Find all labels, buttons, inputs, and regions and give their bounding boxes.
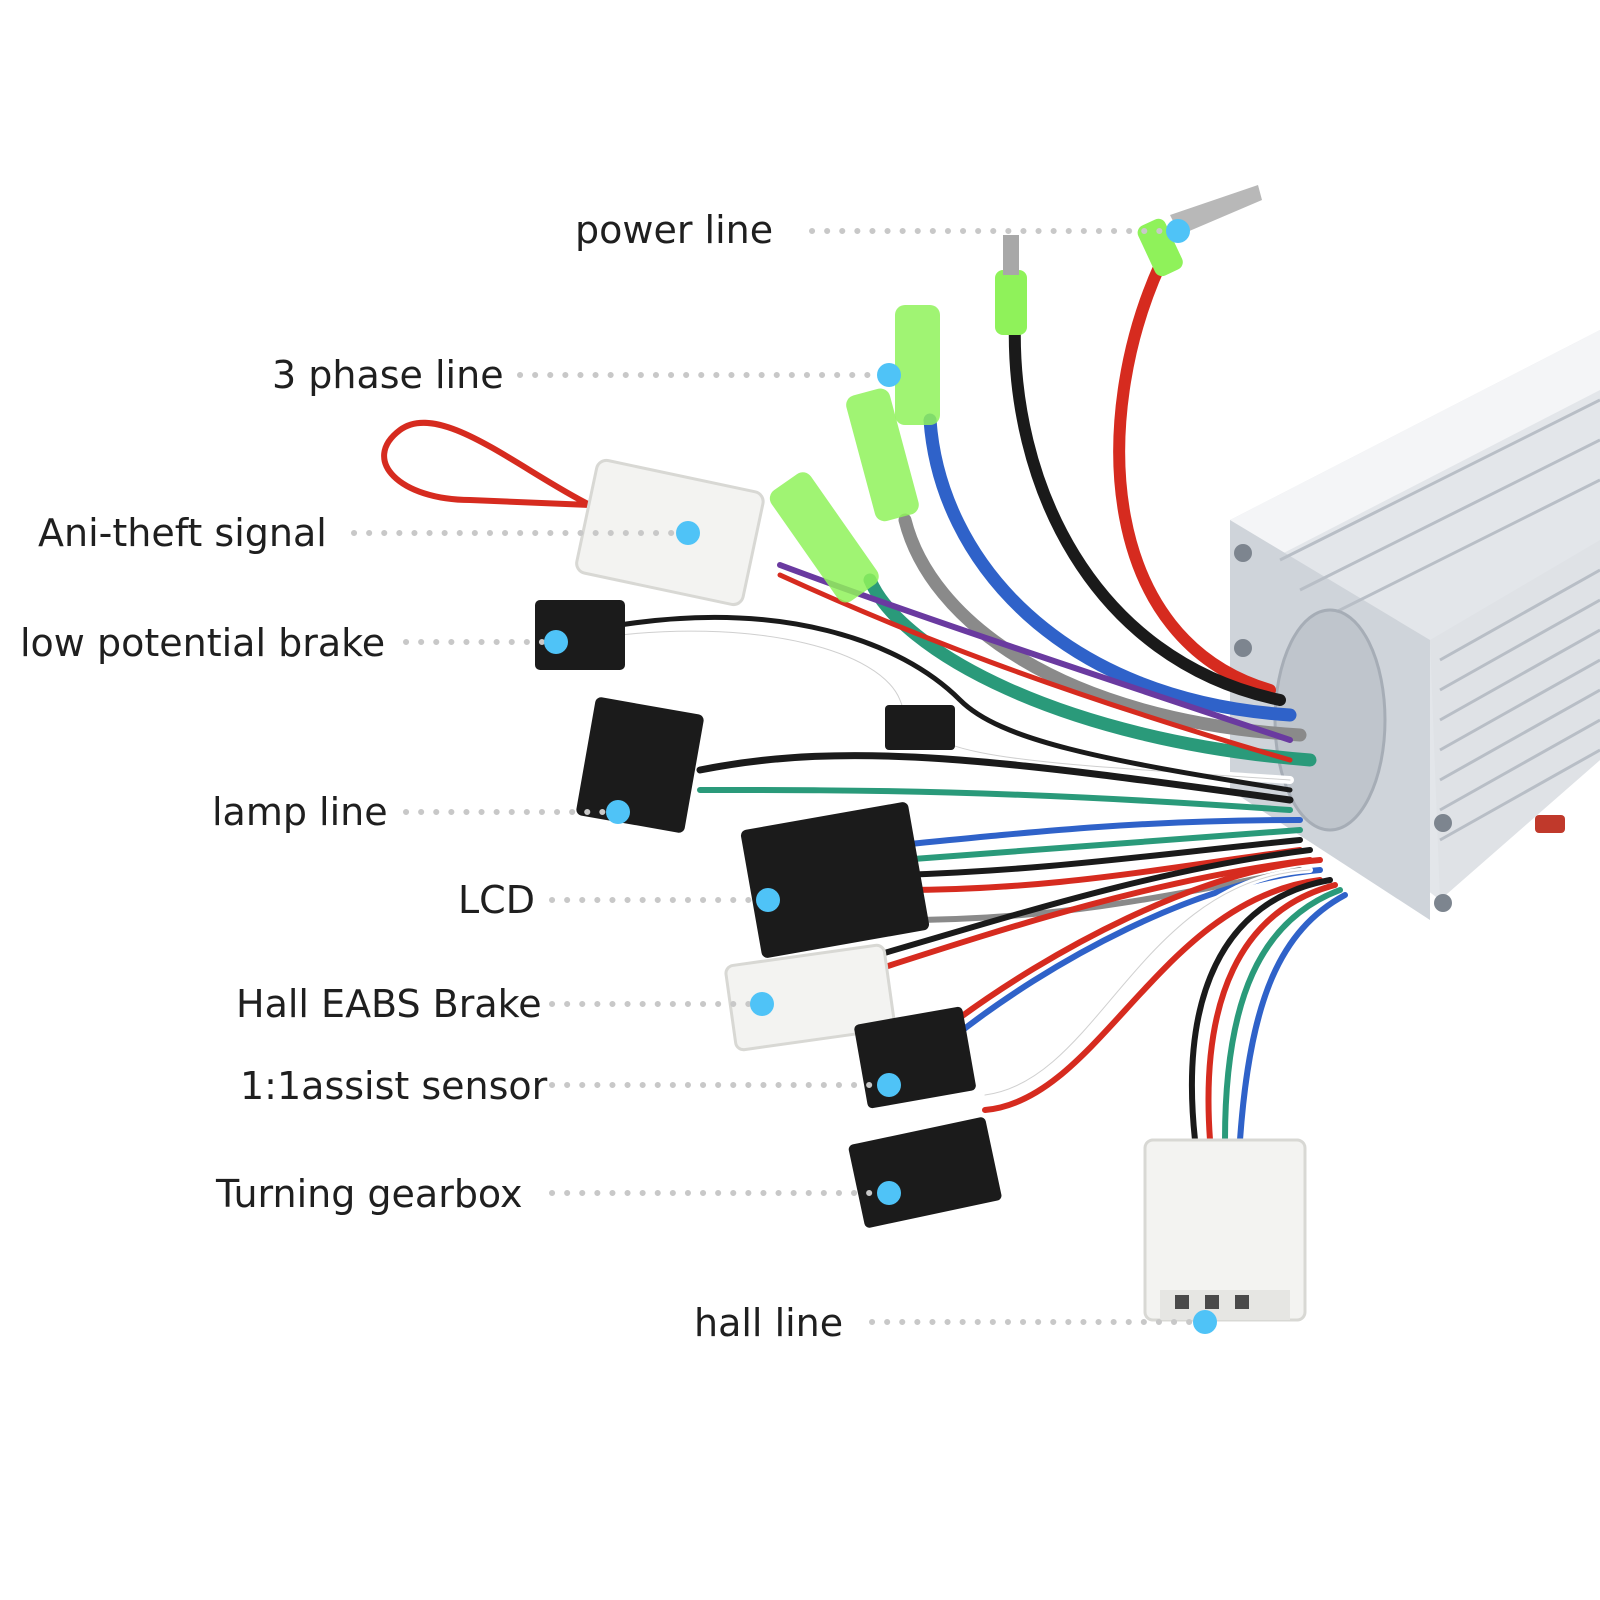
screw-icon [1234,639,1252,657]
marker-dot-icon [877,363,901,387]
marker-dot-icon [750,992,774,1016]
label-3-phase-line: 3 phase line [272,353,504,397]
marker-dot-icon [676,521,700,545]
markers [544,219,1217,1334]
marker-dot-icon [877,1181,901,1205]
green-sleeve-icon [846,388,919,522]
screw-icon [1434,814,1452,832]
label-power-line: power line [575,208,774,252]
connectors [535,458,1307,1322]
wire-bundle [381,259,1353,1143]
lcd-connector [740,802,930,958]
label-hall-eabs-brake: Hall EABS Brake [236,982,542,1026]
eabs-connector [724,943,896,1052]
gearbox-connector [848,1117,1002,1228]
marker-dot-icon [756,888,780,912]
green-sleeve-icon [1137,218,1183,277]
label-turning-gearbox: Turning gearbox [216,1172,523,1216]
marker-dot-icon [877,1073,901,1097]
label-hall-line: hall line [694,1301,844,1345]
label-anti-theft-signal: Ani-theft signal [38,511,327,555]
screw-icon [1434,894,1452,912]
lamp-connector [576,697,704,833]
screw-icon [1234,544,1252,562]
green-sleeve-icon [895,305,940,425]
label-lcd: LCD [458,878,535,922]
marker-dot-icon [1166,219,1190,243]
marker-dot-icon [1193,1310,1217,1334]
brake-connector-2 [885,705,955,750]
controller-housing [1230,330,1600,920]
marker-dot-icon [606,800,630,824]
label-assist-sensor: 1:1assist sensor [240,1064,548,1108]
green-sleeve-icon [769,472,879,603]
green-sleeve-icon [995,270,1027,335]
leader-lines [351,228,1203,1325]
label-low-potential-brake: low potential brake [20,621,386,665]
label-lamp-line: lamp line [212,790,388,834]
marker-dot-icon [544,630,568,654]
bullet-terminals [769,185,1262,603]
